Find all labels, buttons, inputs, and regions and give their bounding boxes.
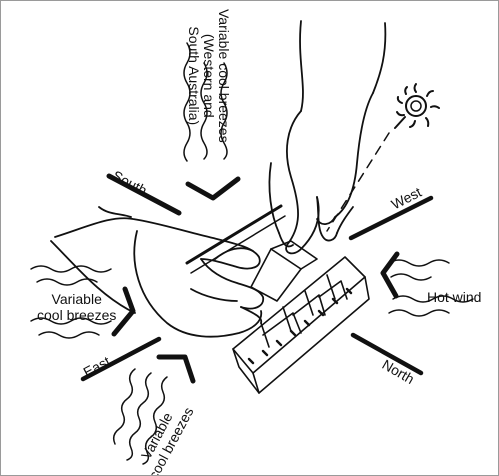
west-bar	[348, 195, 434, 241]
east-bar	[80, 336, 162, 382]
hot-wind-label: Hot wind	[427, 289, 482, 305]
hot-wind-lines	[388, 259, 474, 317]
south-bar	[106, 173, 182, 216]
left-breezes-line-1: Variable	[51, 291, 102, 307]
sun-icon	[394, 83, 440, 129]
top-breezes-label: Variable cool breezes (Western and South…	[186, 9, 232, 143]
top-breeze-lines	[183, 42, 228, 162]
top-wind-arrow-icon	[185, 176, 241, 201]
north-bar	[350, 332, 424, 376]
left-breezes-line-2: cool breezes	[37, 307, 117, 323]
left-breezes-label: Variable cool breezes	[37, 291, 116, 323]
bottom-wind-arrow-icon	[156, 354, 196, 384]
top-breezes-line-3: South Australia)	[186, 26, 202, 126]
hot-wind-arrow-icon	[380, 251, 400, 299]
termite-mound-model-icon	[185, 204, 370, 394]
top-breezes-line-1: Variable cool breezes	[216, 9, 232, 143]
hand-icon	[268, 20, 387, 255]
left-breeze-lines	[30, 265, 112, 339]
bottom-breeze-lines	[112, 368, 168, 465]
left-wind-arrow-icon	[111, 286, 136, 337]
top-breezes-line-2: (Western and	[201, 33, 217, 118]
